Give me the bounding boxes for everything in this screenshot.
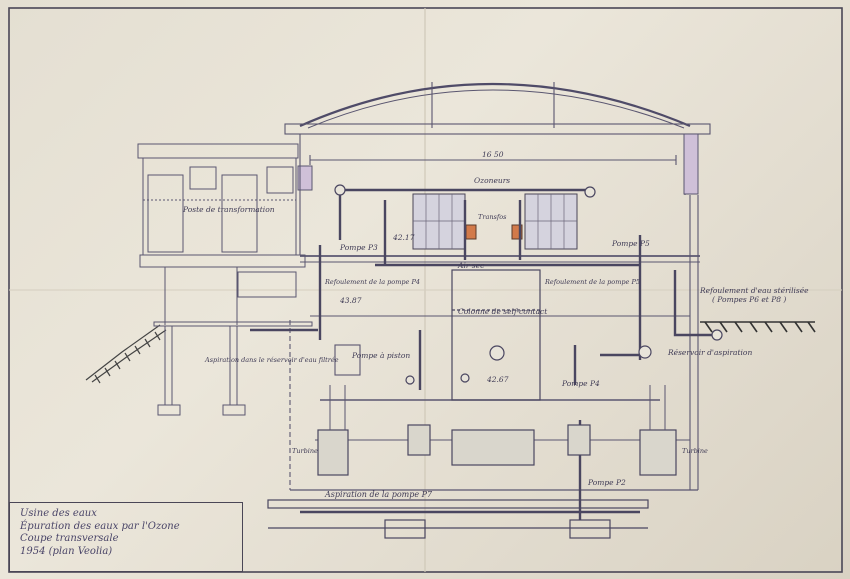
label-turbine-right: Turbine [682,447,708,455]
label-poste-transformation: Poste de transformation [182,205,275,214]
label-transfos: Transfos [478,213,507,221]
label-pompes-p6-p8: ( Pompes P6 et P8 ) [712,295,786,304]
label-pompe-p5: Pompe P5 [611,239,650,248]
main-hall [284,82,711,491]
pipework [250,188,720,520]
label-refoulement-p4: Refoulement de la pompe P4 [324,278,420,286]
transfo-left [465,224,477,240]
label-level-top: 42.17 [392,233,415,242]
label-pompe-p2: Pompe P2 [587,478,626,487]
self-contact-column [451,269,541,401]
label-pompe-p4: Pompe P4 [561,379,600,388]
title-line-4: 1954 (plan Veolia) [20,545,113,557]
ozoneur-cabinets [412,193,578,250]
wall-post [297,165,313,191]
label-refoulement-p5: Refoulement de la pompe P5 [544,278,640,286]
aspiration-channel [267,499,649,539]
label-ozoneurs: Ozoneurs [474,176,510,185]
label-aspiration-p7: Aspiration de la pompe P7 [324,490,433,499]
label-level-mid: 43.87 [339,296,362,305]
label-level-low: 42.67 [486,375,509,384]
label-turbine-left: Turbine [292,447,318,455]
ladders [329,385,666,430]
label-colonne: Colonne de self-contact [458,307,548,316]
ground-left [85,324,167,384]
turbine-pits [317,424,677,476]
ground-right [700,321,816,333]
title-line-3: Coupe transversale [20,533,119,544]
label-refoulement-eau: Refoulement d'eau stérilisée [699,286,809,295]
label-pompe-p3: Pompe P3 [339,243,378,252]
label-aspiration-dans: Aspiration dans le réservoir d'eau filtr… [204,356,339,364]
transformer-building [137,143,313,416]
title-line-1: Usine des eaux [20,508,97,519]
label-span: 16 50 [482,150,504,159]
label-reservoir-aspiration: Réservoir d'aspiration [667,348,752,357]
label-air-sec: Air sec [457,261,485,270]
transfo-right [511,224,523,240]
title-block: Usine des eaux Épuration des eaux par l'… [9,502,243,572]
roof-post-right [683,133,699,195]
title-line-2: Épuration des eaux par l'Ozone [20,520,180,532]
label-pompe-piston: Pompe à piston [351,351,410,360]
